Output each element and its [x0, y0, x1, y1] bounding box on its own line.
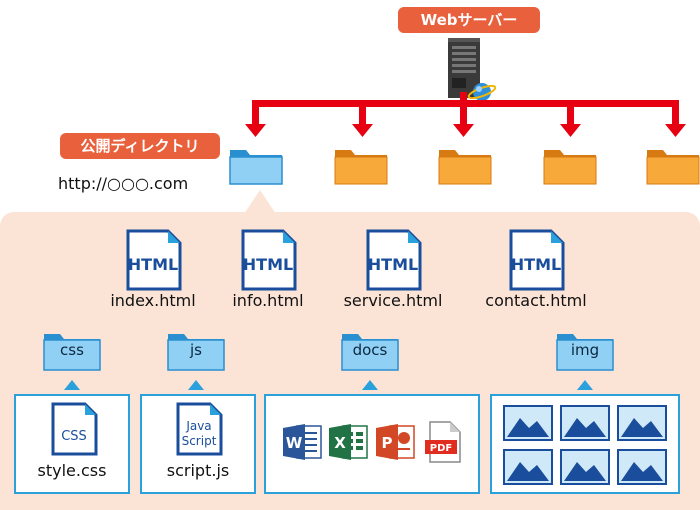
folder-icon — [438, 150, 492, 185]
server-icon — [448, 38, 496, 101]
docs-folder: docs — [340, 328, 400, 372]
js-folder: js — [166, 328, 226, 372]
javascript-file-icon: Java Script — [173, 402, 225, 456]
html-file-icon: HTML — [505, 229, 567, 291]
html-file-name: contact.html — [485, 291, 587, 310]
js-file-name: script.js — [166, 461, 230, 480]
pointer-triangles — [64, 380, 593, 390]
image-icon — [617, 405, 667, 441]
folder-icon — [334, 150, 388, 185]
svg-text:W: W — [286, 434, 303, 452]
image-icon — [617, 449, 667, 485]
word-icon: W — [283, 424, 322, 460]
img-folder: img — [555, 328, 615, 372]
web-server-label: Webサーバー — [398, 7, 540, 33]
html-file-icon: HTML — [362, 229, 424, 291]
image-thumbnails — [503, 405, 667, 485]
svg-text:P: P — [382, 434, 393, 452]
panel-pointer — [244, 190, 276, 214]
image-icon — [503, 449, 553, 485]
css-file-icon: CSS — [48, 402, 100, 456]
svg-text:PDF: PDF — [430, 443, 452, 454]
html-file-name: service.html — [343, 291, 443, 310]
folder-icon — [543, 150, 597, 185]
svg-text:X: X — [334, 434, 346, 452]
public-directory-label: 公開ディレクトリ — [60, 133, 220, 159]
html-file-name: info.html — [232, 291, 304, 310]
html-file-name: index.html — [110, 291, 196, 310]
css-file-name: style.css — [37, 461, 107, 480]
html-file-icon: HTML — [237, 229, 299, 291]
css-folder: css — [42, 328, 102, 372]
image-icon — [503, 405, 553, 441]
powerpoint-icon: P — [376, 424, 415, 460]
pdf-icon: PDF — [425, 421, 461, 463]
image-icon — [560, 449, 610, 485]
folder-icon — [646, 150, 700, 185]
excel-icon: X — [329, 424, 368, 460]
image-icon — [560, 405, 610, 441]
server-connector-lines — [245, 92, 686, 137]
public-folder-icon — [229, 150, 283, 185]
html-file-icon: HTML — [122, 229, 184, 291]
site-url: http://○○○.com — [58, 174, 189, 193]
